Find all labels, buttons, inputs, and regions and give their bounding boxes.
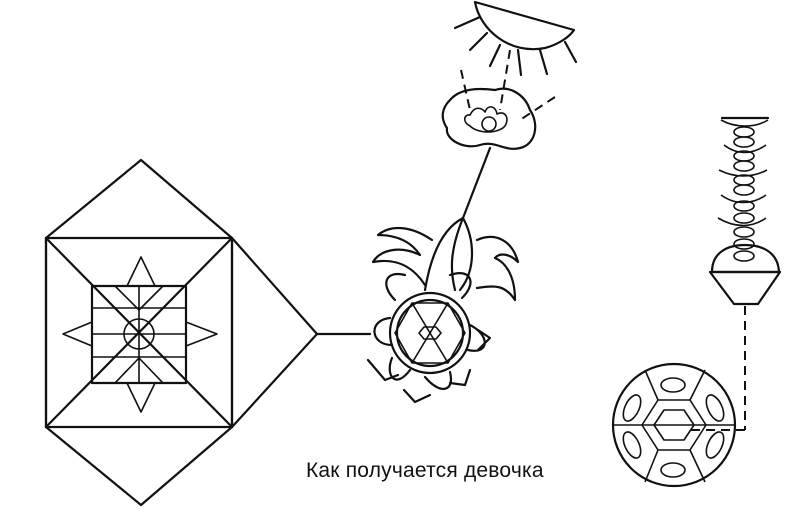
flower-bud [366,146,520,404]
sun-half [453,0,578,121]
cloud-flower [441,87,537,150]
caption: Как получается девочка [306,459,544,482]
spine-column [690,116,782,431]
square-mandala [44,158,372,507]
hexagon-ball [611,362,737,488]
